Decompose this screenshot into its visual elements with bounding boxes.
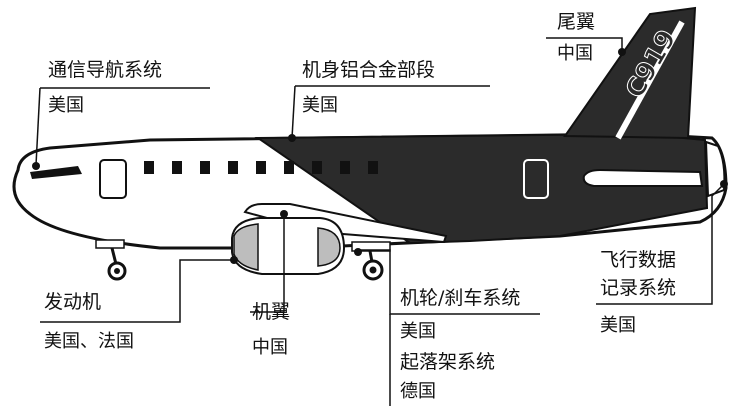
front-door (99, 159, 127, 199)
leader-avionics-drop (35, 87, 41, 166)
fuselage-origin-label: 美国 (302, 95, 338, 116)
callout-lines (35, 37, 725, 406)
tail-part-label: 尾翼 (557, 11, 596, 33)
recorder-part-label-line2: 记录系统 (600, 277, 677, 299)
brakes-origin-label: 美国 (400, 321, 436, 342)
avionics-origin-label: 美国 (48, 95, 84, 116)
horizontal-stabilizer (582, 168, 704, 187)
tail-cone (704, 140, 726, 198)
rear-door (523, 159, 549, 199)
nose-landing-gear (95, 239, 127, 281)
passenger-windows (144, 161, 378, 174)
recorder-part-label-line1: 飞行数据 (600, 249, 677, 271)
engine-nacelle (231, 217, 346, 275)
leader-recorder (596, 183, 725, 305)
engine-part-label: 发动机 (44, 291, 102, 313)
leader-engine (40, 259, 234, 323)
leader-fuselage-drop (291, 85, 296, 139)
brakes-part-label: 机轮/刹车系统 (400, 287, 521, 309)
recorder-origin-label: 美国 (600, 315, 636, 336)
callout-dots (32, 48, 728, 264)
leader-brakes (358, 249, 540, 315)
wing-part-label: 机翼 (252, 301, 291, 323)
leader-wing (250, 214, 285, 313)
avionics-part-label: 通信导航系统 (48, 59, 163, 81)
fuselage-part-label: 机身铝合金部段 (302, 59, 436, 81)
main-landing-gear (351, 241, 391, 281)
engine-nozzle (317, 227, 341, 267)
cockpit-window (30, 166, 82, 179)
landing-gear-origin-label: 德国 (400, 381, 436, 402)
engine-origin-label: 美国、法国 (44, 331, 134, 352)
landing-gear-part-label: 起落架系统 (400, 351, 496, 373)
tail-origin-label: 中国 (557, 43, 593, 64)
wing (243, 203, 448, 244)
wing-origin-label: 中国 (252, 337, 288, 358)
leader-tail (546, 37, 623, 50)
tail-stripe (615, 20, 685, 140)
